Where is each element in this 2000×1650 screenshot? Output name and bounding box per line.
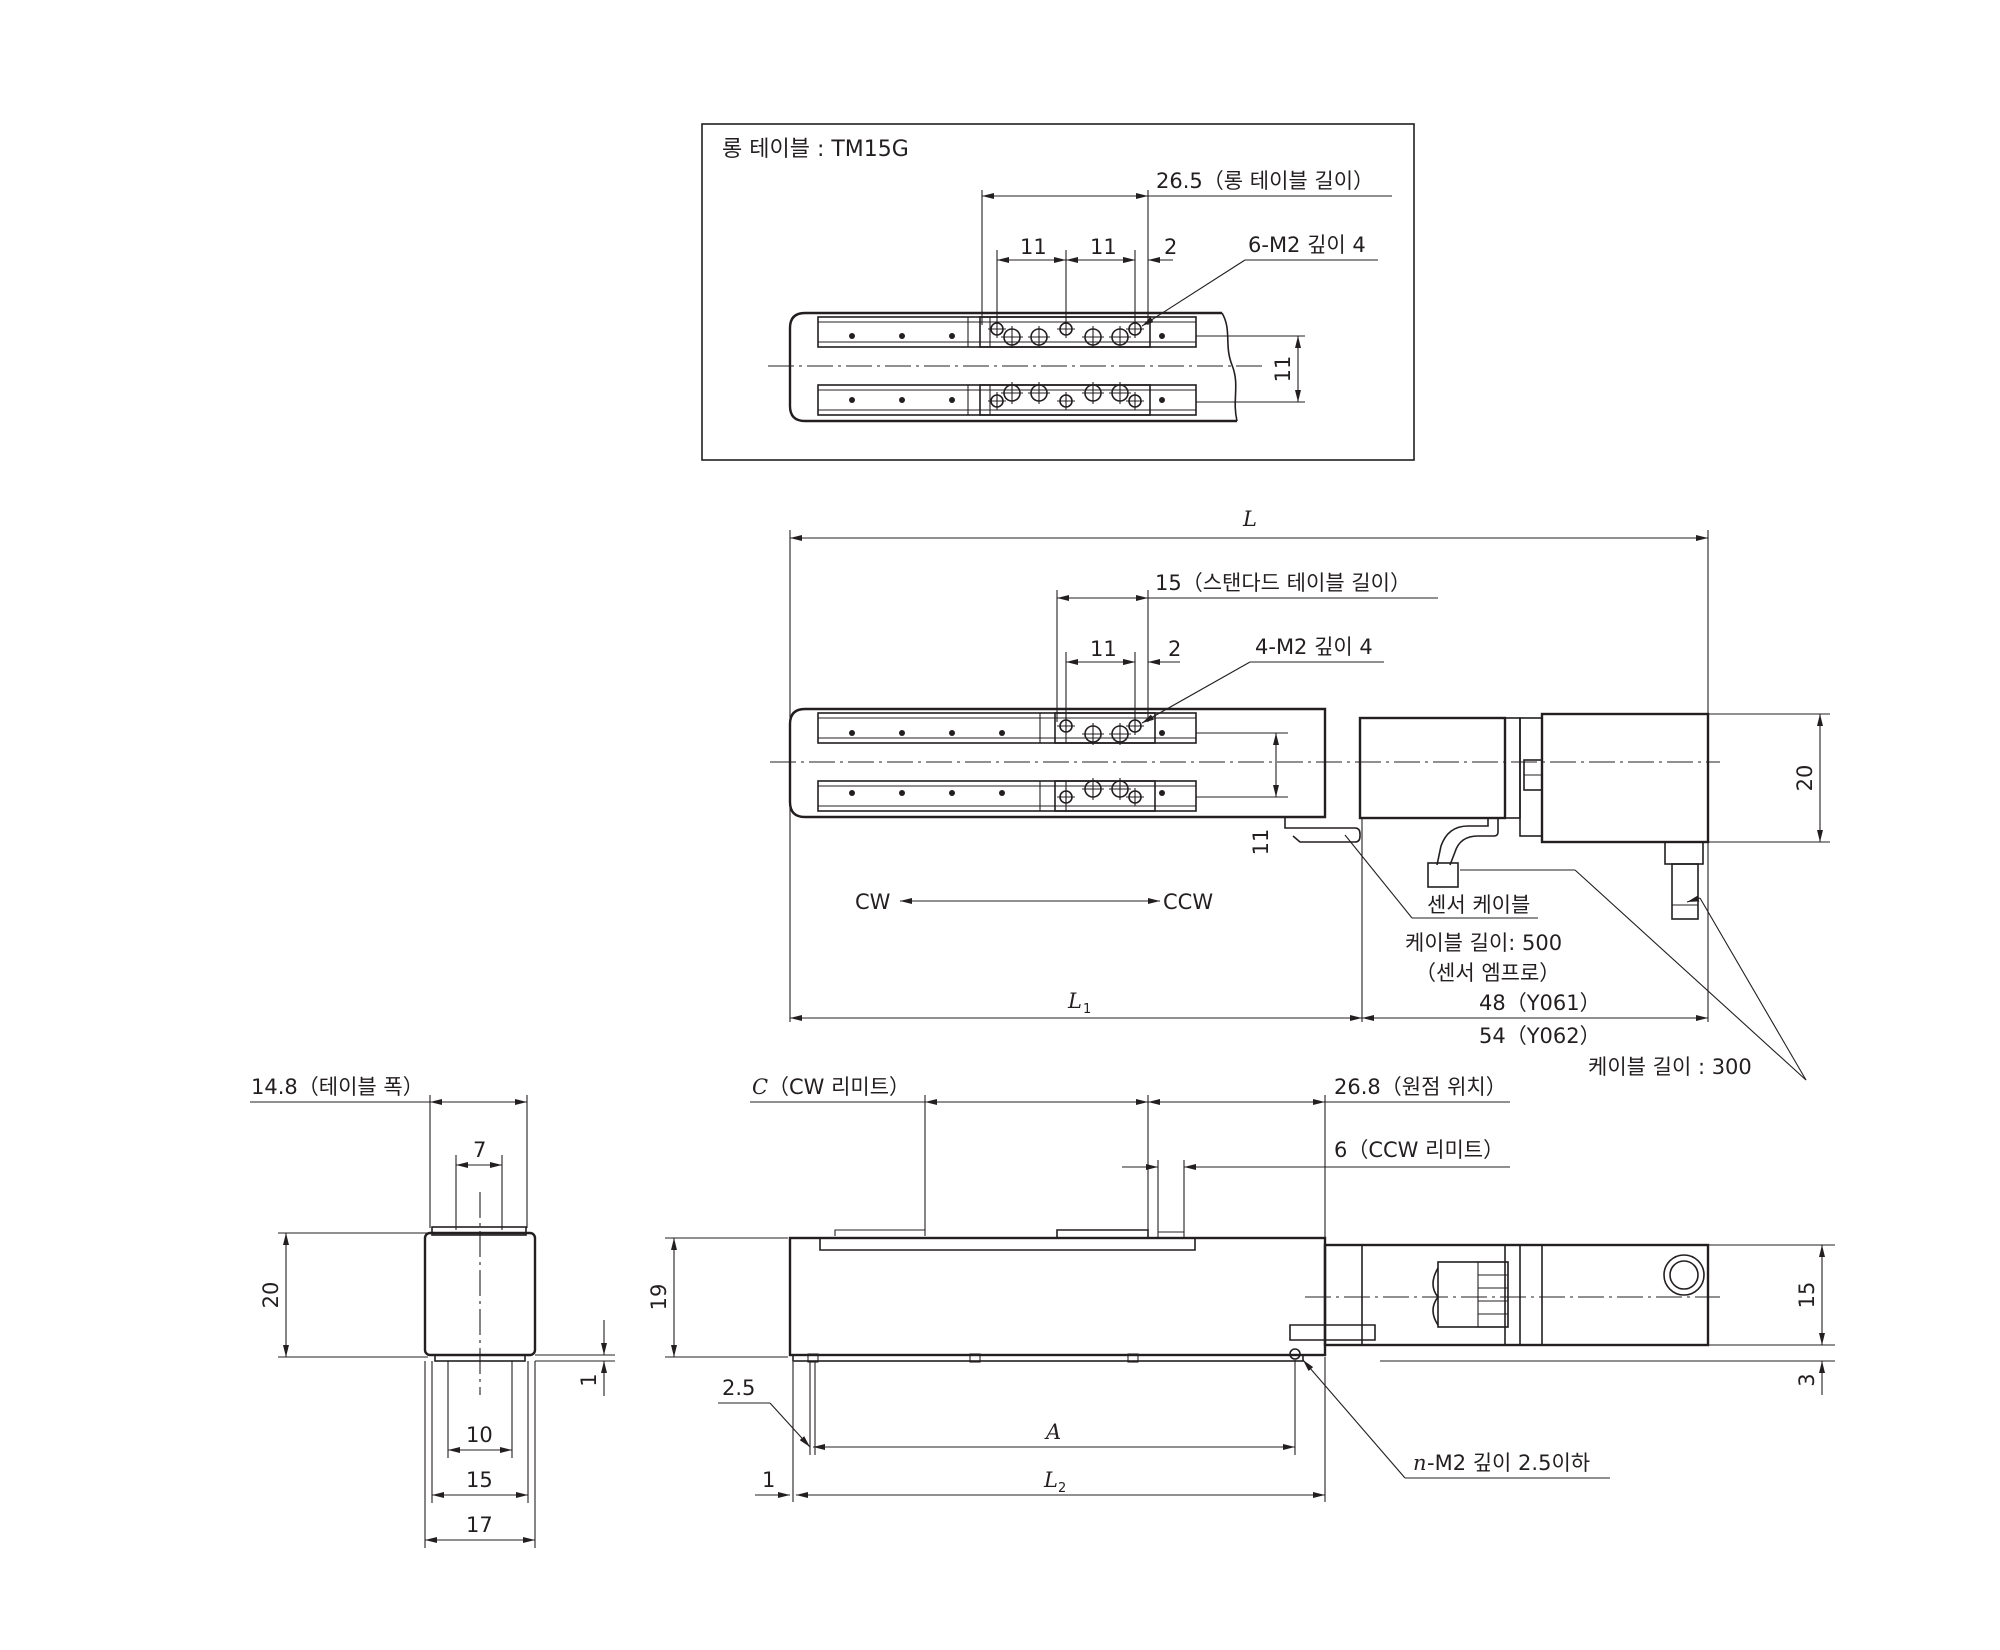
table-holes-label: 4-M2 깊이 4: [1255, 635, 1373, 659]
table-tapped-holes: [1057, 717, 1144, 806]
width-15-label: 15: [466, 1468, 493, 1492]
sensor-amp-label: （센서 엠프로）: [1415, 961, 1560, 985]
inset-rail-gap-label: 11: [1271, 356, 1295, 383]
sensor-cable-leader: [1344, 834, 1413, 919]
mount-holes-leader: [1302, 1359, 1406, 1479]
ccw-limit-label: 6（CCW 리미트）: [1334, 1138, 1504, 1162]
inset-long-table-lower: [979, 384, 1151, 416]
end-height-label: 20: [259, 1282, 283, 1309]
inset-rail-dots: [849, 333, 1165, 403]
inset-holes-leader: [1141, 259, 1246, 327]
a-label: A: [1044, 1420, 1061, 1444]
motor-flange: [1504, 717, 1521, 819]
side-sensor-bracket: [1289, 1324, 1376, 1341]
side-table-outline: [819, 1238, 1196, 1251]
end-view: 14.8（테이블 폭） 7 20 1 10 15 17: [250, 1075, 615, 1548]
cable-leader-a: [1574, 869, 1807, 1081]
motor-height-label: 20: [1793, 765, 1817, 792]
standard-table-upper: [1054, 712, 1156, 744]
side-connector: [1432, 1261, 1509, 1328]
edge-2-5-label: 2.5: [722, 1376, 755, 1400]
side-mount-holes: [807, 1353, 1139, 1363]
side-motor-height-label: 15: [1795, 1282, 1819, 1309]
motor-body: [1358, 716, 1507, 820]
top-view: L: [770, 507, 1830, 1081]
width-10-label: 10: [466, 1423, 493, 1447]
inset-pitch-b-label: 11: [1090, 235, 1117, 259]
motor-length-y061-label: 48（Y061）: [1479, 991, 1601, 1015]
ccw-stopper: [1157, 1231, 1185, 1238]
long-table-inset: 롱 테이블 : TM15G: [701, 123, 1415, 461]
edge-2-5-leader: [769, 1402, 811, 1448]
l2-subscript: 2: [1058, 1481, 1066, 1496]
motor-cable-boot: [1664, 841, 1704, 865]
width-7-label: 7: [473, 1138, 486, 1162]
sensor-cable-wire: [1449, 818, 1499, 866]
inset-title: 롱 테이블 : TM15G: [722, 137, 909, 162]
inset-offset-label: 2: [1164, 235, 1177, 259]
inset-pitch-a-label: 11: [1020, 235, 1047, 259]
side-base: [792, 1354, 1304, 1362]
table-holes-leader: [1141, 661, 1251, 724]
inset-body-outline: [788, 311, 1237, 423]
lower-rail: [817, 780, 1197, 812]
inset-holes-label: 6-M2 깊이 4: [1248, 233, 1366, 257]
inset-long-length-label: 26.5（롱 테이블 길이）: [1156, 169, 1374, 193]
mount-holes-label: -M2 깊이 2.5이하: [1427, 1451, 1590, 1475]
side-body: [788, 1236, 1327, 1357]
ccw-label: CCW: [1163, 890, 1213, 914]
motor-length-y062-label: 54（Y062）: [1479, 1024, 1601, 1048]
l1-label: L: [1067, 989, 1082, 1013]
rail-gap-label: 11: [1249, 829, 1273, 856]
side-view: 19 15 3 C （CW 리미트） 26.8（원점 위치） 6（CCW 리미트…: [647, 1075, 1835, 1502]
cable-leader-b: [1699, 897, 1807, 1081]
side-table-block: [1056, 1229, 1149, 1238]
table-pitch-label: 11: [1090, 637, 1117, 661]
rail-dots: [849, 730, 1165, 796]
base-thickness-label: 1: [577, 1373, 601, 1386]
table-offset-label: 2: [1168, 637, 1181, 661]
overall-length-label: L: [1242, 507, 1257, 531]
sensor-bracket: [1284, 817, 1361, 843]
width-17-label: 17: [466, 1513, 493, 1537]
inset-long-table-upper: [979, 316, 1151, 348]
cable-length-label: 케이블 길이 : 300: [1588, 1055, 1752, 1079]
cw-label: CW: [855, 890, 891, 914]
edge-1-label: 1: [762, 1468, 775, 1492]
sensor-cable-label: 센서 케이블: [1427, 893, 1530, 917]
origin-label: 26.8（원점 위치）: [1334, 1075, 1507, 1099]
sensor-cable-plug: [1427, 862, 1459, 888]
side-motor-offset-label: 3: [1795, 1373, 1819, 1386]
cw-limit-label: （CW 리미트）: [768, 1075, 910, 1099]
encoder-body: [1540, 712, 1710, 844]
end-view-table-top: [431, 1226, 527, 1236]
stage-body: [788, 707, 1327, 819]
motor-cable: [1671, 863, 1699, 920]
cw-limit-letter: C: [752, 1075, 768, 1099]
l1-subscript: 1: [1083, 1002, 1091, 1017]
inset-tapped-holes: [988, 320, 1144, 410]
side-height-label: 19: [647, 1284, 671, 1311]
side-motor-body: [1323, 1243, 1710, 1347]
mount-holes-prefix: n: [1413, 1451, 1427, 1475]
l2-label: L: [1043, 1468, 1058, 1492]
side-cable-gland: [1663, 1254, 1705, 1296]
cw-stopper: [834, 1229, 926, 1236]
table-width-label: 14.8（테이블 폭）: [251, 1075, 424, 1099]
upper-rail: [817, 712, 1197, 744]
end-view-base: [434, 1354, 526, 1362]
sensor-cable-length-label: 케이블 길이: 500: [1405, 931, 1562, 955]
std-table-length-label: 15（스탠다드 테이블 길이）: [1155, 571, 1411, 595]
standard-table-lower: [1054, 780, 1156, 812]
inset-frame: [701, 123, 1415, 461]
inset-break-line: [1221, 312, 1238, 422]
